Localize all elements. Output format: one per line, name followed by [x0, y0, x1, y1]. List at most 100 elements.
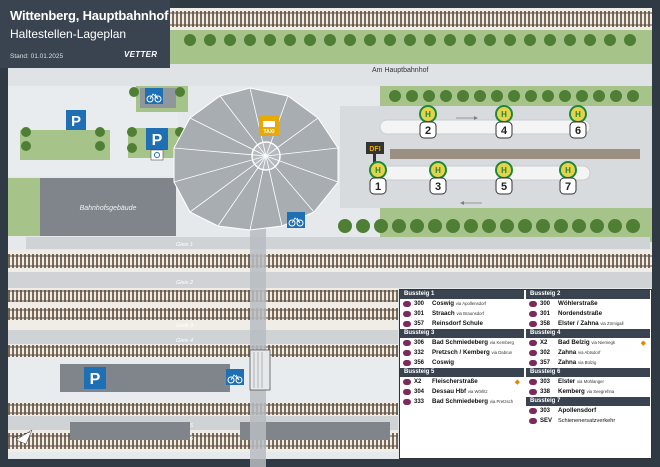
- bus-badge-icon: [529, 321, 537, 327]
- via-text: via Braunsdorf: [456, 311, 485, 316]
- tree-icon: [572, 219, 586, 233]
- tree-icon: [500, 219, 514, 233]
- line-number: 300: [540, 301, 551, 307]
- track-label-2: Gleis 2: [176, 280, 193, 286]
- tree-icon: [576, 90, 588, 102]
- line-number: 301: [540, 311, 551, 317]
- tree-icon: [204, 34, 216, 46]
- top-rails: [170, 8, 652, 30]
- tree-icon: [604, 34, 616, 46]
- via-text: via Kemberg: [489, 340, 514, 345]
- map-title: Wittenberg, Hauptbahnhof: [10, 8, 169, 23]
- building-label: Bahnhofsgebäude: [80, 205, 137, 212]
- tree-icon: [244, 34, 256, 46]
- tree-icon: [344, 34, 356, 46]
- tree-icon: [536, 219, 550, 233]
- tree-icon: [544, 34, 556, 46]
- destination: Elster via Mühlanger: [558, 377, 604, 387]
- tree-icon: [428, 219, 442, 233]
- destination: Zahna via Bülzig: [558, 358, 596, 368]
- destination: Schienenersatzverkehr: [558, 416, 615, 426]
- tree-icon: [474, 90, 486, 102]
- tree-icon: [484, 34, 496, 46]
- via-text: via Dabrun: [491, 350, 513, 355]
- bus-stop-1: H1: [369, 161, 387, 195]
- bicycle-icon: [145, 88, 163, 104]
- bus-badge-icon: [403, 301, 411, 307]
- legend-row: 338 Kemberg via Seegrehna: [526, 387, 650, 397]
- tree-icon: [524, 34, 536, 46]
- tree-icon: [404, 34, 416, 46]
- bus-badge-icon: [529, 340, 537, 346]
- destination-name: Straach: [432, 310, 455, 317]
- via-text: via Abtsdorf: [577, 350, 601, 355]
- bus-badge-icon: [529, 389, 537, 395]
- legend-section-head: Bussteig 7: [526, 397, 650, 406]
- legend-row: 357 Zahna via Bülzig: [526, 358, 650, 368]
- bus-stop-number-box: [495, 121, 513, 139]
- tree-icon: [356, 219, 370, 233]
- tree-icon: [129, 87, 139, 97]
- bus-stop-number-box: [495, 177, 513, 195]
- legend-row: 333 Bad Schmiedeberg via Pretzsch: [400, 397, 524, 407]
- bicycle-icon: [287, 212, 305, 228]
- tree-icon: [564, 34, 576, 46]
- destination: Elster / Zahna via Zörnigall: [558, 319, 623, 329]
- tree-icon: [127, 143, 137, 153]
- bus-stop-h-glyph: H: [425, 110, 431, 119]
- destination-name: Coswig: [432, 300, 455, 307]
- destination-name: Kemberg: [558, 388, 585, 395]
- title-panel: Wittenberg, Hauptbahnhof Haltestellen-La…: [0, 0, 170, 68]
- via-text: via Wörlitz: [467, 389, 488, 394]
- line-number: 306: [414, 340, 425, 346]
- line-number: 338: [540, 389, 551, 395]
- track-label-4: Gleis 4: [176, 338, 193, 344]
- bus-stop-number: 5: [501, 181, 507, 193]
- tree-icon: [444, 34, 456, 46]
- tree-icon: [374, 219, 388, 233]
- destination-name: Elster: [558, 378, 576, 385]
- via-text: via Seegrehna: [586, 389, 615, 394]
- canopy: [173, 87, 339, 231]
- legend-row: 358 Elster / Zahna via Zörnigall: [526, 319, 650, 329]
- track-label-1: Gleis 1: [176, 242, 193, 248]
- line-number: 356: [414, 360, 425, 366]
- legend-row: 356 Coswig: [400, 358, 524, 368]
- line-number: 333: [414, 399, 425, 405]
- destination-name: Pretzsch / Kemberg: [432, 349, 490, 356]
- line-number: 357: [540, 360, 551, 366]
- line-number: 302: [540, 350, 551, 356]
- parking-sign-3: P: [84, 367, 106, 389]
- track-label-3: Gleis 3: [176, 323, 194, 329]
- destination: Fleischerstraße: [432, 377, 478, 387]
- bus-stop-number-box: [559, 177, 577, 195]
- line-number: 358: [540, 321, 551, 327]
- destination: Bad Schmiedeberg via Pretzsch: [432, 397, 513, 407]
- bus-stop-4: H4: [495, 105, 513, 139]
- tree-icon: [446, 219, 460, 233]
- legend-section-head: Bussteig 1: [400, 290, 524, 299]
- via-text: via Pretzsch: [489, 399, 514, 404]
- bus-badge-icon: [403, 389, 411, 395]
- tree-icon: [384, 34, 396, 46]
- bus-badge-icon: [403, 360, 411, 366]
- tree-icon: [525, 90, 537, 102]
- line-number: X2: [414, 379, 422, 385]
- tree-icon: [491, 90, 503, 102]
- map-subtitle: Haltestellen-Lageplan: [10, 27, 127, 41]
- tree-icon: [610, 90, 622, 102]
- destination: Coswig: [432, 358, 454, 368]
- bus-stop-number: 7: [565, 181, 571, 193]
- bus-badge-icon: [529, 311, 537, 317]
- destination-name: Zahna: [558, 349, 577, 356]
